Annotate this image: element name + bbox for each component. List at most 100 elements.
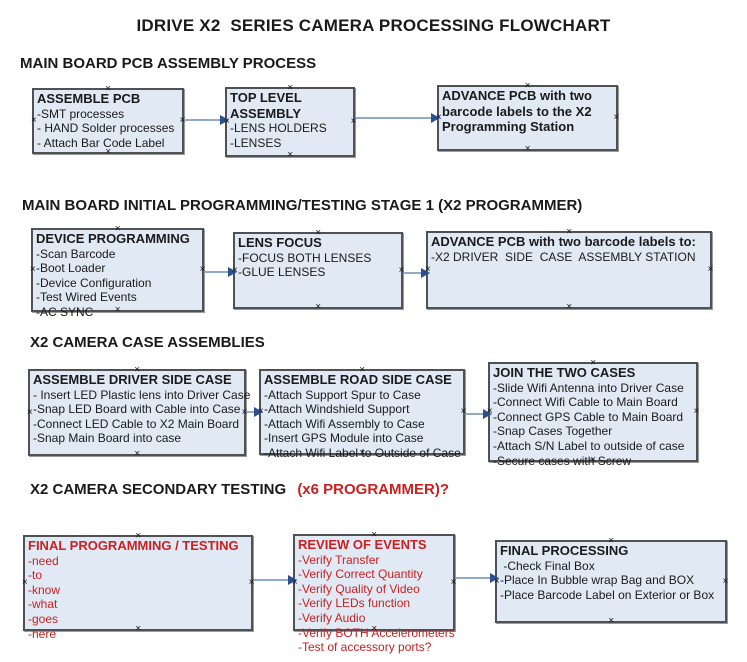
section-heading-secondary-testing: X2 CAMERA SECONDARY TESTING (x6 PROGRAMM… [30,481,449,498]
connector-arrow [205,267,237,277]
box-line: -Attach Support Spur to Case [264,387,421,402]
box-line: -Attach Wifi Label to Outside of Case [264,446,461,461]
connector-arrow [456,573,499,583]
box-line: -Verify Transfer [298,552,380,567]
connection-point-icon: × [371,529,377,541]
box-advance-pcb-driver-side-station: ×××× ADVANCE PCB with two barcode labels… [424,227,713,312]
box-title: ASSEMBLE ROAD SIDE CASE [264,372,452,387]
box-line: -X2 DRIVER SIDE CASE ASSEMBLY STATION [431,249,696,264]
box-title: LENS FOCUS [238,235,322,250]
connection-point-icon: × [608,615,614,627]
connection-point-icon: × [199,264,206,275]
box-assemble-road-side-case: ×××× ASSEMBLE ROAD SIDE CASE -Attach Sup… [258,365,467,460]
box-line: -Device Configuration [36,275,152,290]
section-heading-case-assemblies: X2 CAMERA CASE ASSEMBLIES [30,334,265,351]
connection-point-icon: × [398,264,405,276]
arrowhead-icon [431,113,440,123]
connection-point-icon: × [350,116,357,127]
box-line: -Check Final Box [500,558,595,573]
box-line: -SMT processes [37,106,125,121]
connection-point-icon: × [590,357,596,369]
box-line: -Place In Bubble wrap Bag and BOX [500,573,695,588]
connection-point-icon: × [114,304,121,316]
connection-point-icon: × [26,406,33,418]
box-final-programming-testing: ×××× FINAL PROGRAMMING / TESTING -need -… [21,531,254,641]
box-line: -FOCUS BOTH LENSES [238,250,372,265]
box-line: -Slide Wifi Antenna into Driver Case [493,380,684,395]
box-title: FINAL PROCESSING [500,543,629,558]
connection-point-icon: × [30,115,37,126]
box-line: - Attach Bar Code Label [37,135,165,150]
box-line: -Connect Wifi Cable to Main Board [493,395,678,410]
box-line: -Insert GPS Module into Case [264,431,424,446]
connection-point-icon: × [134,364,140,376]
connector-arrow [466,409,492,419]
box-line: -LENS HOLDERS [230,121,327,136]
box-line: -goes [28,612,59,627]
box-advance-pcb-programming-station: ×××× ADVANCE PCB with two barcode labels… [435,81,620,154]
connection-point-icon: × [287,149,293,161]
connection-point-icon: × [613,112,620,123]
section-heading-secondary-testing-black: X2 CAMERA SECONDARY TESTING [30,481,291,498]
box-line: -Scan Barcode [36,246,116,261]
box-title: ASSEMBLE DRIVER SIDE CASE [33,372,232,387]
box-line: -Snap Cases Together [493,424,613,439]
connection-point-icon: × [21,577,28,588]
connection-point-icon: × [231,264,238,276]
box-line: -here [28,626,57,641]
connection-point-icon: × [29,264,36,275]
connection-point-icon: × [371,623,377,635]
box-lens-focus: ×××× LENS FOCUS -FOCUS BOTH LENSES -GLUE… [231,227,405,312]
connection-point-icon: × [460,406,467,417]
connector-arrow [254,575,297,585]
connection-point-icon: × [424,264,431,275]
box-line: -AC SYNC [36,305,94,320]
box-line: -Verify Quality of Video [298,581,420,596]
box-line: -Place Barcode Label on Exterior or Box [500,587,715,602]
connection-point-icon: × [435,112,442,123]
arrowhead-icon [220,115,229,125]
box-line: -Test Wired Events [36,290,137,305]
section-heading-secondary-testing-red: (x6 PROGRAMMER)? [297,481,449,498]
connection-point-icon: × [105,83,111,95]
box-final-processing: ×××× FINAL PROCESSING -Check Final Box -… [493,536,728,626]
box-title: REVIEW OF EVENTS [298,537,427,552]
connection-point-icon: × [135,623,141,635]
arrowhead-icon [421,268,430,278]
connection-point-icon: × [241,406,248,418]
box-top-level-assembly: ×××× TOP LEVEL ASSEMBLY -LENS HOLDERS -L… [223,83,357,160]
box-line: -Verify Audio [298,611,366,626]
connection-point-icon: × [450,576,457,588]
flowchart-title: IDRIVE X2 SERIES CAMERA PROCESSING FLOWC… [136,16,611,35]
box-line: -Connect LED Cable to X2 Main Board [33,416,240,431]
box-title: FINAL PROGRAMMING / TESTING [28,538,239,553]
connection-point-icon: × [590,454,596,466]
box-line: -Attach S/N Label to outside of case [493,439,685,454]
box-line: -LENSES [230,135,282,150]
connection-point-icon: × [315,227,321,239]
box-assemble-driver-side-case: ×××× ASSEMBLE DRIVER SIDE CASE - Insert … [26,364,251,459]
connection-point-icon: × [114,223,121,235]
connection-point-icon: × [566,301,572,313]
section-heading-initial-programming: MAIN BOARD INITIAL PROGRAMMING/TESTING S… [22,197,583,214]
box-line: -Test of accessory ports? [298,640,432,655]
box-line: -Verify BOTH Accelerometers [298,625,455,640]
box-line: -Connect GPS Cable to Main Board [493,409,684,424]
arrowhead-icon [490,573,499,583]
connection-point-icon: × [486,406,493,417]
box-line: - Insert LED Plastic lens into Driver Ca… [33,387,251,402]
connection-point-icon: × [493,575,500,587]
connection-point-icon: × [291,576,298,588]
connection-point-icon: × [105,146,111,158]
box-line: -Snap LED Board with Cable into Case [33,402,241,417]
box-line: -Verify Correct Quantity [298,567,423,582]
arrowhead-icon [254,407,263,417]
box-line: -Boot Loader [36,261,106,276]
box-line: -Attach Windshield Support [264,402,410,417]
connection-point-icon: × [223,116,230,127]
connection-point-icon: × [179,115,186,126]
arrowhead-icon [288,575,297,585]
connector-arrow [356,113,440,123]
connector-arrow [247,407,263,417]
connection-point-icon: × [524,143,531,155]
